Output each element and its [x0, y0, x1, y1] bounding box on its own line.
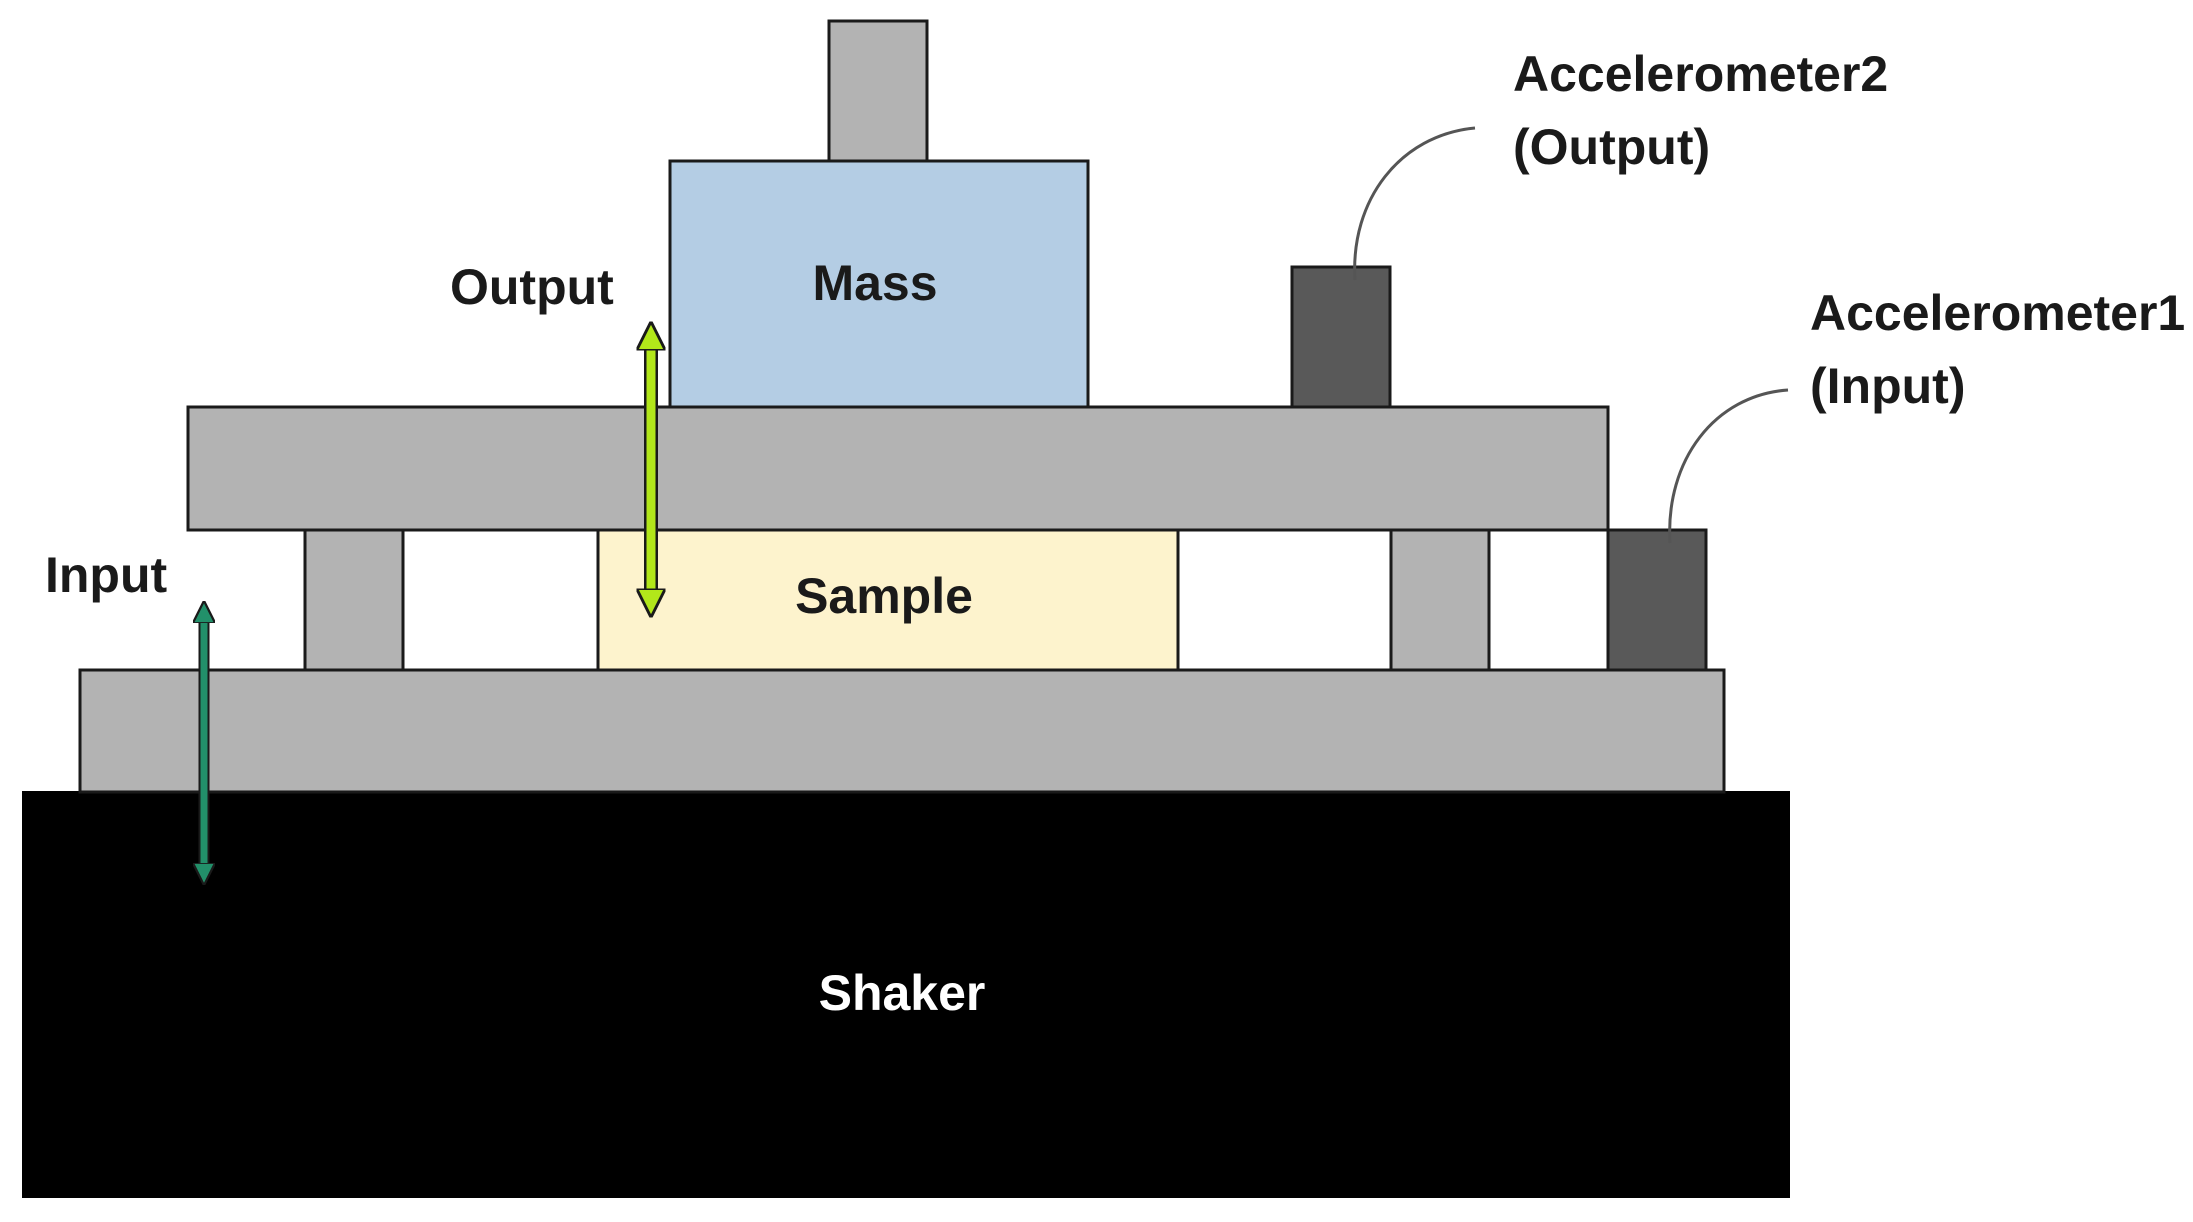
sample-label: Sample [795, 568, 973, 624]
accelerometer1-role-label: (Input) [1810, 358, 1965, 414]
output-label: Output [450, 259, 614, 315]
lower-plate [78, 668, 1726, 794]
accelerometer1-sensor [1606, 528, 1708, 672]
shaker-block [22, 791, 1790, 1198]
upper-plate [186, 405, 1610, 532]
input-label: Input [45, 547, 168, 603]
left-support-post [303, 528, 405, 672]
accelerometer2-label: Accelerometer2 [1513, 46, 1888, 102]
right-support-post [1389, 528, 1491, 672]
shaker-label: Shaker [819, 965, 986, 1021]
accelerometer2-role-label: (Output) [1513, 119, 1710, 175]
accelerometer2-cable [1353, 126, 1476, 281]
mass-top-post [827, 19, 929, 163]
accelerometer1-label: Accelerometer1 [1810, 285, 2185, 341]
accelerometer1-cable [1668, 388, 1789, 544]
mass-label: Mass [812, 255, 937, 311]
sample-block [596, 528, 1180, 672]
accelerometer2-sensor [1290, 265, 1392, 409]
